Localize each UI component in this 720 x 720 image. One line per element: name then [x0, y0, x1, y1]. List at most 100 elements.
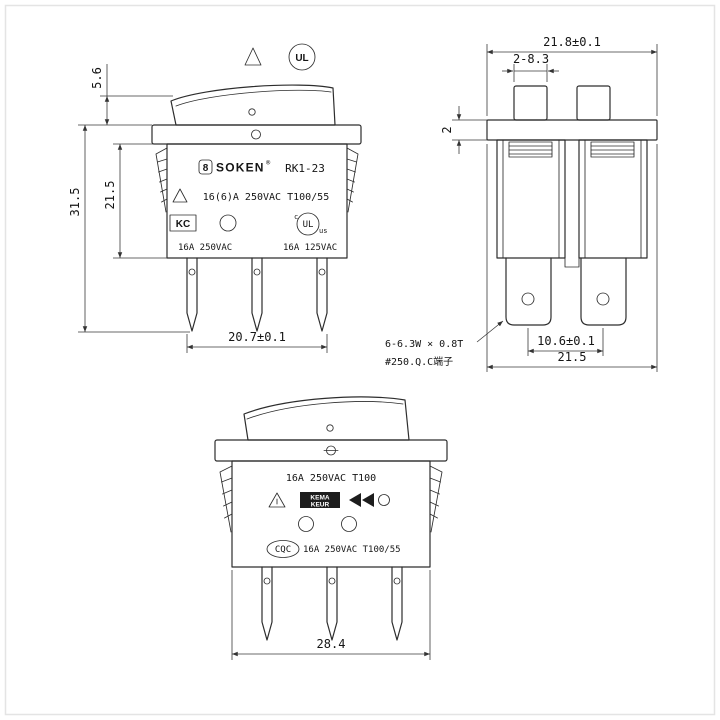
extension-lines [186, 334, 328, 353]
terminal-pin [326, 566, 338, 641]
terminal-hole [263, 577, 271, 585]
extension-lines [452, 119, 487, 141]
dim-bottom-width: 28.4 [317, 637, 346, 651]
cul-us-label: us [319, 227, 327, 235]
top-rib [576, 85, 611, 121]
body-wall-lines [502, 139, 560, 259]
cqc-label: CQC [275, 545, 291, 555]
clip-hatch-block [508, 141, 553, 158]
bezel-side [486, 119, 658, 141]
bottom-terminals [261, 566, 403, 641]
bezel-screw-icon [251, 129, 261, 140]
rating-left: 16A 250VAC [178, 243, 232, 253]
triangle-cert-icon [244, 47, 262, 66]
terminal-hole [188, 268, 196, 276]
cqc-oval [266, 540, 300, 558]
kc-mark-label: KC [176, 219, 190, 230]
rocker-actuator [170, 84, 336, 126]
terminal-pin [316, 257, 328, 332]
terminal-hole [253, 268, 261, 276]
body-wall-lines [584, 139, 642, 259]
terminal-hole [393, 577, 401, 585]
bottom-markings: 16A 250VAC T100 KEMA KEUR CQC 16A 250VAC… [266, 473, 401, 558]
extension-lines [231, 570, 431, 660]
right-clip-ridges [346, 158, 357, 203]
rocker-detail-line [175, 89, 332, 107]
terminal-leader-line [476, 320, 504, 343]
arrow-cert-icon [362, 493, 374, 507]
triangle-cert-icon [172, 188, 188, 203]
terminal-hole [521, 292, 535, 306]
ul-mark-label: UL [295, 53, 308, 64]
left-clip-ridges [221, 477, 233, 519]
kema-keur-box [300, 492, 340, 508]
clip-hatch-block [590, 141, 635, 158]
rocker-pivot-dot [248, 108, 256, 116]
triangle-cert-icon [268, 492, 286, 508]
body-section-left [496, 139, 566, 259]
dim-rib: 2-8.3 [513, 52, 549, 66]
kema-label: KEMA [310, 495, 329, 502]
terminal-pin [251, 257, 263, 332]
terminal-pin [186, 257, 198, 332]
terminal-note-line1: 6-6.3W × 0.8T [385, 339, 463, 350]
ul-circle-icon [288, 43, 316, 71]
body-section-right [578, 139, 648, 259]
right-clip [346, 147, 359, 213]
cul-c-label: c [294, 213, 298, 221]
dim-terminal-pitch: 10.6±0.1 [537, 334, 595, 348]
front-dimensions: 5.6 31.5 21.5 20.7±0.1 [68, 64, 328, 353]
left-clip [219, 465, 233, 533]
terminal-hole [328, 577, 336, 585]
side-view: 21.8±0.1 2-8.3 2 10.6±0.1 21.5 6-6.3W × … [385, 35, 658, 372]
extension-lines [513, 64, 548, 82]
terminal-blade [580, 257, 627, 326]
dim-side-width: 21.5 [558, 350, 587, 364]
registered-mark: ® [266, 159, 271, 167]
cul-circle-icon [296, 212, 320, 236]
dim-overall-height: 31.5 [68, 188, 82, 217]
clip-hatch-lines [590, 145, 635, 155]
round-cert-icon [378, 494, 390, 506]
rating-bottom: 16A 250VAC T100/55 [303, 545, 401, 555]
right-clip-ridges [429, 477, 441, 519]
model-number: RK1-23 [285, 162, 325, 175]
right-clip [429, 465, 443, 533]
rating-main: 16(6)A 250VAC T100/55 [203, 192, 329, 203]
image-border [4, 4, 716, 716]
terminal-hole [596, 292, 610, 306]
dim-overall-width: 21.8±0.1 [543, 35, 601, 49]
terminal-pin [261, 566, 273, 641]
round-cert-icon [341, 516, 357, 532]
soken-logo-box [198, 159, 213, 175]
front-terminals [186, 257, 328, 332]
bottom-view: 16A 250VAC T100 KEMA KEUR CQC 16A 250VAC… [214, 396, 448, 660]
rating-top: 16A 250VAC T100 [286, 473, 376, 484]
top-rib [513, 85, 548, 121]
front-markings: 8 SOKEN ® RK1-23 16(6)A 250VAC T100/55 K… [169, 159, 337, 253]
round-cert-icon [219, 214, 237, 232]
kc-mark-box [169, 214, 197, 232]
terminal-blade [505, 257, 552, 326]
center-step [564, 257, 580, 268]
extension-lines [486, 44, 658, 116]
terminal-note-line2: #250.Q.C端子 [385, 355, 453, 368]
extension-lines [78, 95, 190, 333]
top-cert-marks: UL [244, 43, 316, 71]
front-view: 8 SOKEN ® RK1-23 16(6)A 250VAC T100/55 K… [68, 64, 362, 353]
terminal-hole [318, 268, 326, 276]
side-dimensions: 21.8±0.1 2-8.3 2 10.6±0.1 21.5 6-6.3W × … [385, 35, 658, 372]
left-clip [155, 147, 168, 213]
rocker-pivot-dot [326, 424, 334, 432]
bezel [151, 124, 362, 145]
bottom-dimensions: 28.4 [231, 570, 431, 660]
terminal-pin [391, 566, 403, 641]
arrow-cert-icon [349, 493, 361, 507]
left-clip-ridges [157, 158, 168, 203]
dim-actuator-height: 5.6 [90, 67, 104, 89]
switch-body [166, 143, 348, 259]
dim-body-height: 21.5 [103, 181, 117, 210]
keur-label: KEUR [311, 502, 330, 509]
